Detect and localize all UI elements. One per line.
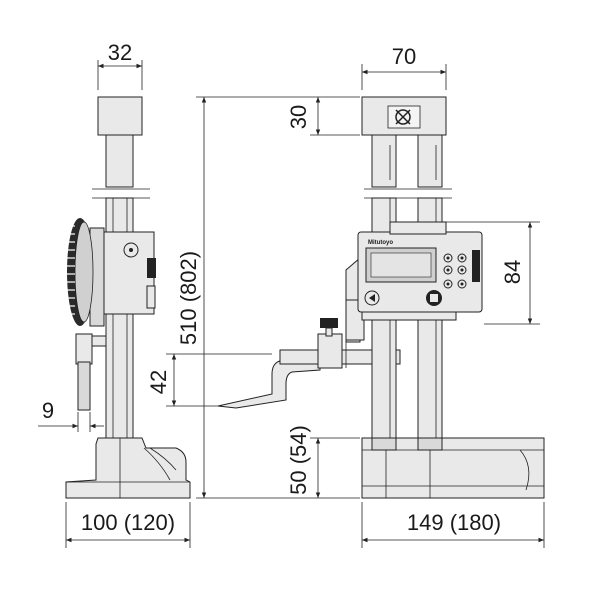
brand-label: Mitutoyo <box>368 240 393 246</box>
dim-front-base-width: 149 (180) <box>407 510 501 535</box>
scriber-clamp <box>317 333 343 369</box>
side-scriber-holder <box>75 333 93 365</box>
display-buttons <box>443 253 467 289</box>
front-upper-column-left <box>371 134 397 188</box>
side-scriber <box>77 361 91 411</box>
dim-cap-height: 30 <box>286 105 311 129</box>
front-scriber <box>217 318 401 409</box>
dim-front-top-width: 70 <box>392 44 416 69</box>
display-side-strip <box>472 250 480 282</box>
front-view: Mitutoyo <box>345 96 545 499</box>
dim-scriber-height: 42 <box>146 370 171 394</box>
height-dimension: 510 (802) <box>176 96 360 499</box>
dim-side-pointer: 9 <box>42 398 54 423</box>
dim-side-base-width: 100 (120) <box>81 510 175 535</box>
front-dimensions: 70 30 84 50 (54) 149 (180) <box>286 44 545 548</box>
side-top-cap <box>97 96 143 136</box>
front-upper-column-right <box>417 134 443 188</box>
scriber-clamp-knob <box>320 318 338 328</box>
side-view <box>65 96 191 499</box>
dim-base-height: 50 (54) <box>286 425 311 495</box>
dim-side-top-width: 32 <box>108 40 132 65</box>
side-dimensions: 32 9 100 (120) <box>38 40 191 548</box>
side-upper-column <box>105 134 134 188</box>
side-clamp <box>147 258 156 278</box>
dim-total-height: 510 (802) <box>176 251 201 345</box>
fine-feed-wheel <box>67 218 94 326</box>
scriber-height-dimension: 42 <box>146 353 272 407</box>
dim-display-height: 84 <box>500 260 525 284</box>
side-base <box>65 437 191 499</box>
